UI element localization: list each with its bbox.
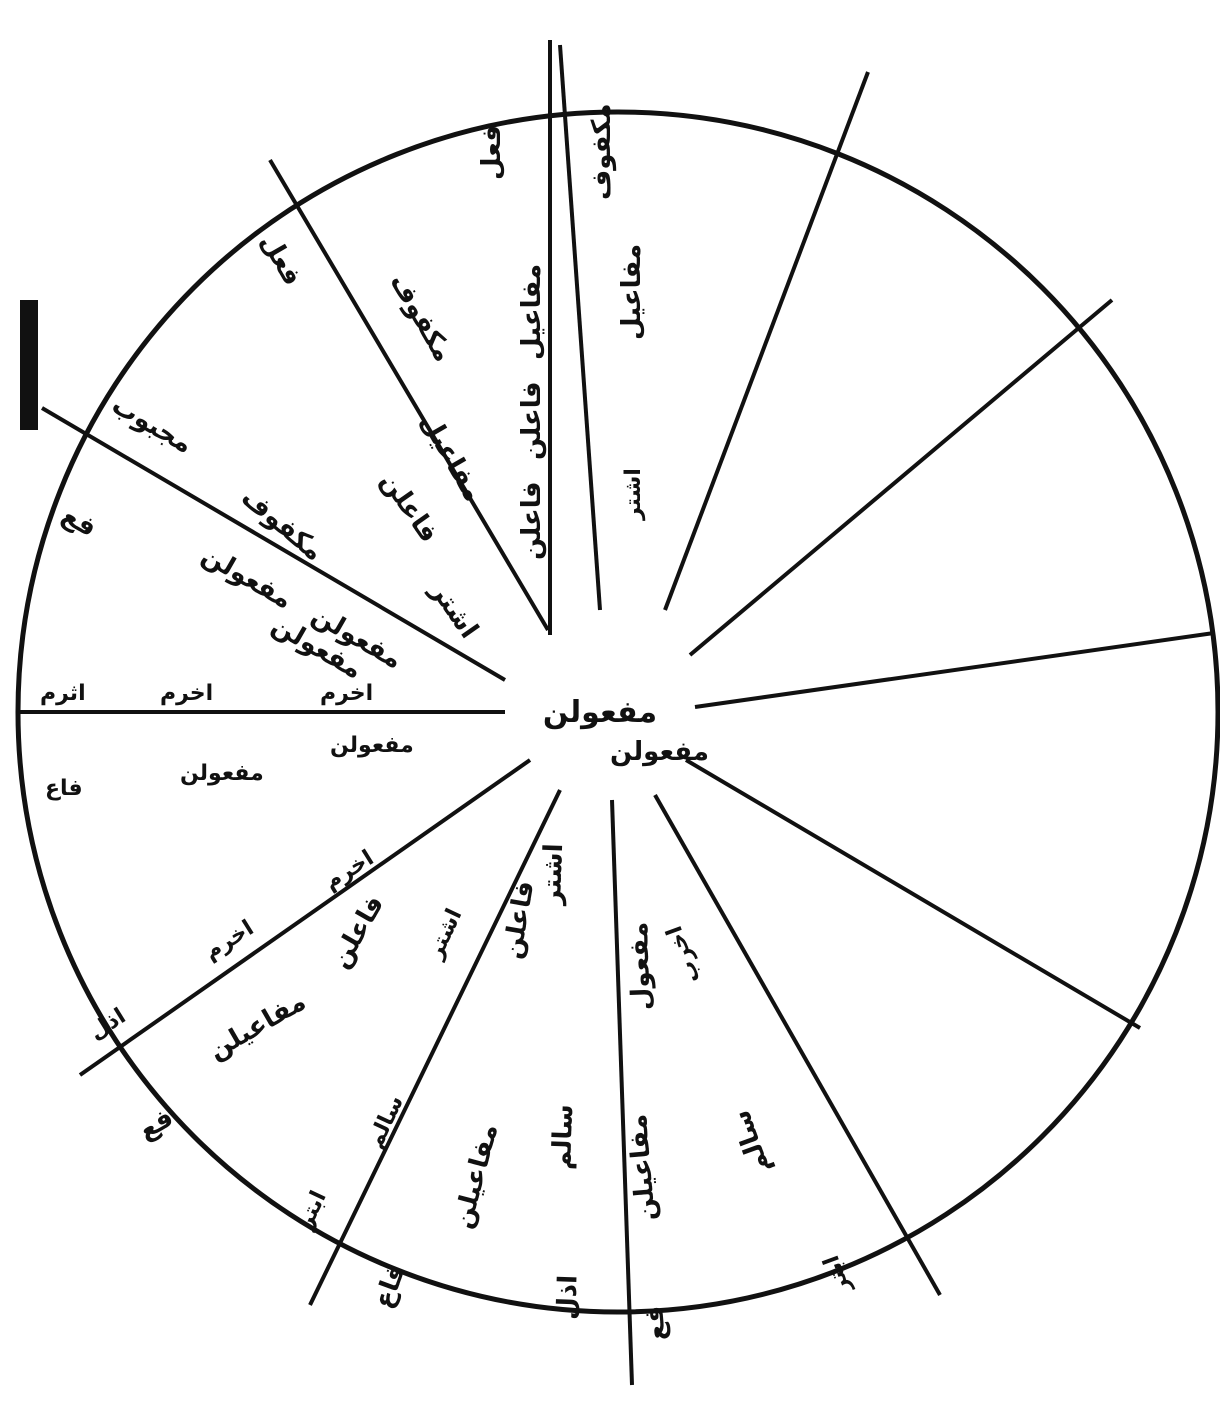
segment-label: اشتر: [621, 468, 646, 521]
segment-label: اشتر: [422, 905, 467, 963]
segment-label: فاعلن: [517, 381, 547, 460]
divider-line: [694, 631, 1215, 709]
segment-label: اخرب: [662, 922, 706, 986]
segment-label: مفاعيل: [414, 409, 488, 507]
segment-label: مفاعيلن: [623, 1113, 662, 1222]
divider-line: [684, 758, 1142, 1030]
segment-label: مفاعيل: [517, 264, 547, 360]
segment-label: اشتر: [423, 575, 484, 644]
divider-line: [308, 789, 562, 1306]
segment-label: سالم: [547, 1104, 579, 1170]
segment-label: مفعول: [624, 921, 657, 1010]
segment-label: فعل: [477, 125, 507, 180]
divider-line: [688, 298, 1114, 657]
segment-label: اخرم: [160, 681, 213, 706]
segment-label: اخرم: [320, 681, 373, 706]
segment-label: اثرم: [40, 681, 86, 706]
segment-label: مجبوب: [107, 390, 198, 460]
segment-label: مکفوف: [384, 269, 458, 368]
segment-label: مفعولن: [180, 761, 264, 786]
segment-label: سالم: [726, 1106, 777, 1178]
segment-label: مفعولن: [330, 733, 414, 758]
segment-label: فاعلن: [517, 481, 547, 560]
segment-label: فاعلن: [325, 890, 390, 973]
segment-label: مفاعيلن: [448, 1121, 505, 1232]
segment-label: مفاعيلن: [204, 987, 312, 1066]
segment-label: فاعلن: [497, 879, 540, 962]
divider-line: [268, 158, 550, 632]
divider-line: [610, 799, 634, 1386]
segment-label: فع: [134, 1103, 179, 1146]
segment-label: فع: [639, 1305, 672, 1342]
segment-label: فاعلن: [374, 467, 444, 549]
segment-label: فعل: [254, 229, 307, 292]
center-label: مفعولن: [543, 695, 657, 730]
segment-label: فاع: [45, 776, 83, 801]
divider-line: [558, 44, 602, 611]
segment-label: فع: [57, 500, 102, 543]
segment-label: اشتر: [537, 843, 569, 907]
divider-line: [78, 758, 532, 1077]
divider-line: [663, 71, 870, 611]
edge-mark: [20, 300, 38, 430]
segment-label: مفعولن: [197, 540, 298, 615]
segment-label: فاع: [368, 1260, 411, 1312]
segment-label: مفاعيل: [617, 244, 647, 340]
segment-label: اذل: [85, 1004, 130, 1045]
segment-label: سالم: [363, 1092, 409, 1153]
divider-line: [653, 794, 942, 1296]
segment-label: مکفوف: [587, 104, 617, 200]
segment-label: مکفوف: [236, 482, 329, 567]
divider-line: [40, 406, 507, 682]
segment-label: مفعولن: [610, 737, 709, 767]
segment-label: ابتر: [819, 1252, 856, 1298]
segment-label: اذل: [552, 1274, 584, 1320]
segment-label: ابتر: [292, 1187, 331, 1233]
